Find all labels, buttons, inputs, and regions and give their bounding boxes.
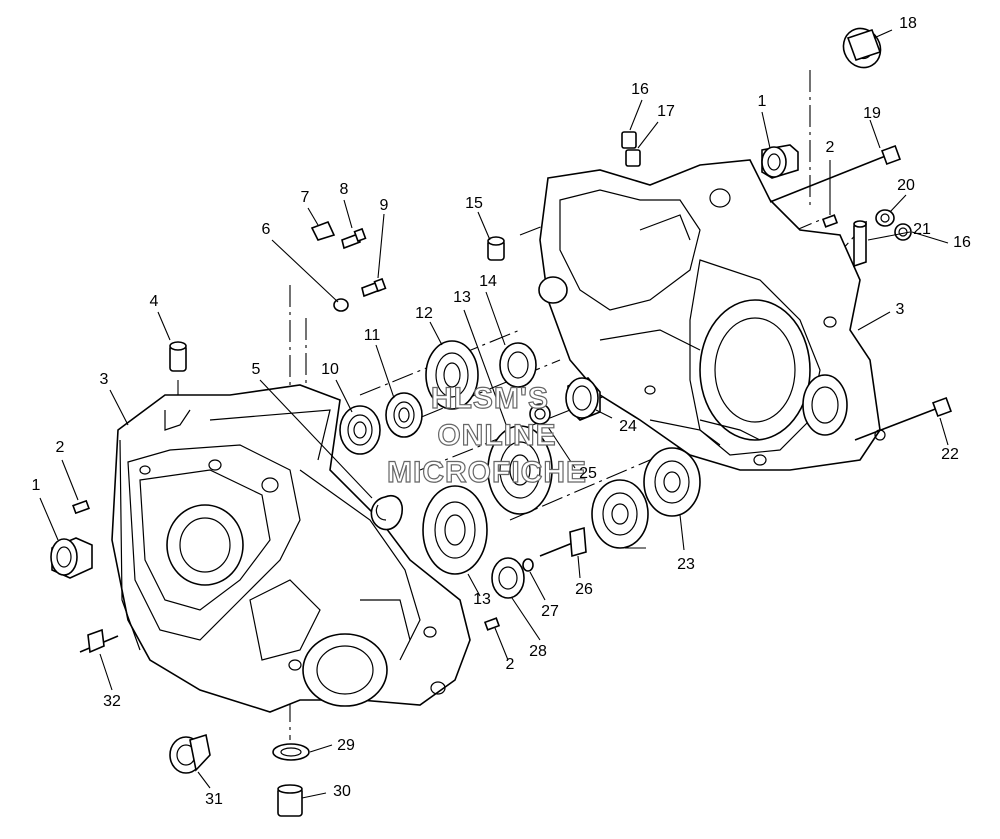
- right-crankcase-half: [538, 159, 886, 471]
- callout-12: 12: [415, 305, 433, 322]
- bushing-left: [50, 537, 93, 579]
- bearings: [339, 340, 701, 599]
- callout-16-upper: 16: [631, 81, 649, 98]
- bearing-11: [385, 392, 423, 438]
- callout-1-left: 1: [32, 477, 41, 494]
- callout-23: 23: [677, 556, 695, 573]
- callout-11: 11: [364, 327, 381, 344]
- leader-lines: [39, 29, 949, 799]
- watermark-line-2: ONLINE: [437, 419, 556, 452]
- callout-3-right: 3: [896, 301, 905, 318]
- callout-20: 20: [897, 177, 915, 194]
- callout-13-lower: 13: [473, 591, 491, 608]
- callout-2-bottom: 2: [506, 656, 515, 673]
- bearing-14: [499, 342, 537, 388]
- bearing-10: [339, 405, 381, 455]
- callout-18: 18: [899, 15, 917, 32]
- bearing-25: [529, 403, 551, 425]
- callout-17: 17: [657, 103, 675, 120]
- watermark: HLSM'S ONLINE MICROFICHE: [386, 381, 587, 489]
- callout-7: 7: [301, 189, 310, 206]
- callout-2-left: 2: [56, 439, 65, 456]
- callout-24: 24: [619, 418, 637, 435]
- left-crankcase-half: [111, 384, 471, 713]
- callout-22: 22: [941, 446, 959, 463]
- callout-28: 28: [529, 643, 547, 660]
- callout-3-left: 3: [100, 371, 109, 388]
- watermark-line-1: HLSM'S: [431, 382, 549, 415]
- callout-16-right: 16: [953, 234, 971, 251]
- callout-21: 21: [913, 221, 931, 238]
- callout-29: 29: [337, 737, 355, 754]
- callout-26: 26: [575, 581, 593, 598]
- callout-14: 14: [479, 273, 497, 290]
- callout-1-right: 1: [758, 93, 767, 110]
- bearing-23-rear: [643, 447, 701, 517]
- callout-9: 9: [380, 197, 389, 214]
- callout-31: 31: [205, 791, 223, 808]
- callout-30: 30: [333, 783, 351, 800]
- callout-19: 19: [863, 105, 881, 122]
- bushing-right: [761, 144, 799, 179]
- callout-4: 4: [150, 293, 159, 310]
- bearing-13-upper: [487, 425, 553, 515]
- callout-32: 32: [103, 693, 121, 710]
- bearing-28: [491, 557, 525, 599]
- drain-plug-31: [169, 733, 211, 774]
- bolt-15: [487, 236, 505, 261]
- callout-6: 6: [262, 221, 271, 238]
- callout-15: 15: [465, 195, 483, 212]
- bearing-23-front: [591, 479, 649, 549]
- callout-2-right: 2: [826, 139, 835, 156]
- callout-8: 8: [340, 181, 349, 198]
- bearing-24: [565, 377, 601, 421]
- small-parts: [50, 27, 952, 817]
- callout-27: 27: [541, 603, 559, 620]
- callout-13-upper: 13: [453, 289, 471, 306]
- oil-seal-18: [842, 27, 882, 69]
- callout-labels: 1 1 2 2 2 3 3 4 5 6 7 8 9 10 11 12 13 13…: [32, 15, 971, 808]
- callout-10: 10: [321, 361, 339, 378]
- watermark-line-3: MICROFICHE: [387, 456, 587, 489]
- bearing-12: [425, 340, 479, 410]
- callout-5: 5: [252, 361, 261, 378]
- callout-25: 25: [579, 465, 597, 482]
- bearing-13-lower: [422, 485, 488, 575]
